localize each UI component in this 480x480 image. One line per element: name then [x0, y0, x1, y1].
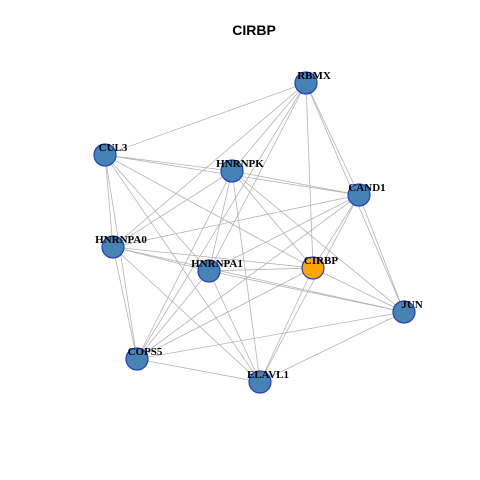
edge-hnrnpa0-elavl1	[112, 246, 261, 383]
edge-rbmx-cirbp	[305, 82, 314, 269]
node-label-cops5: COPS5	[128, 346, 163, 358]
node-label-elavl1: ELAVL1	[247, 369, 289, 381]
node-jun[interactable]	[392, 300, 416, 324]
edge-cirbp-cops5	[136, 267, 314, 360]
edge-hnrnpa0-hnrnpa1	[112, 246, 210, 272]
edge-hnrnpk-jun	[231, 170, 405, 313]
edge-rbmx-cand1	[305, 82, 360, 196]
edge-cirbp-elavl1	[259, 267, 314, 383]
edge-cand1-hnrnpa0	[112, 194, 360, 248]
edge-hnrnpa0-jun	[112, 246, 405, 313]
node-label-cand1: CAND1	[348, 182, 385, 194]
edge-hnrnpa1-elavl1	[208, 270, 261, 383]
node-label-rbmx: RBMX	[297, 70, 331, 82]
edge-cirbp-jun	[312, 267, 405, 313]
edge-rbmx-hnrnpa1	[208, 82, 307, 272]
edge-cand1-hnrnpa1	[208, 194, 360, 272]
node-hnrnpk[interactable]	[220, 159, 244, 183]
edge-jun-elavl1	[259, 311, 405, 383]
nodes-layer	[93, 71, 416, 394]
edge-cand1-jun	[358, 194, 405, 313]
node-cand1[interactable]	[347, 183, 371, 207]
edge-rbmx-hnrnpa0	[112, 82, 307, 248]
node-label-hnrnpk: HNRNPK	[216, 158, 264, 170]
edge-cand1-cirbp	[312, 194, 360, 269]
node-hnrnpa0[interactable]	[101, 235, 125, 259]
edge-cul3-hnrnpa0	[104, 154, 114, 248]
node-label-hnrnpa0: HNRNPA0	[95, 234, 147, 246]
edges-layer	[104, 82, 405, 383]
edge-cul3-cops5	[104, 154, 138, 360]
edge-cul3-cirbp	[104, 154, 314, 269]
edge-hnrnpk-cirbp	[231, 170, 314, 269]
edge-rbmx-hnrnpk	[231, 82, 307, 172]
node-cirbp[interactable]	[301, 256, 325, 280]
diagram-title: CIRBP	[232, 22, 276, 38]
node-cops5[interactable]	[125, 347, 149, 371]
edge-hnrnpa1-cops5	[136, 270, 210, 360]
edge-hnrnpk-hnrnpa0	[112, 170, 233, 248]
edge-hnrnpa1-cirbp	[208, 267, 314, 272]
edge-hnrnpa0-cirbp	[112, 246, 314, 269]
node-label-cul3: CUL3	[99, 142, 128, 154]
edge-cand1-elavl1	[259, 194, 360, 383]
edge-rbmx-cul3	[104, 82, 307, 156]
node-hnrnpa1[interactable]	[197, 259, 221, 283]
node-label-cirbp: CIRBP	[304, 255, 339, 267]
edge-jun-cops5	[136, 311, 405, 360]
node-rbmx[interactable]	[294, 71, 318, 95]
node-label-jun: JUN	[401, 299, 422, 311]
node-cul3[interactable]	[93, 143, 117, 167]
edge-hnrnpa1-jun	[208, 270, 405, 313]
edge-hnrnpk-cand1	[231, 170, 360, 196]
edge-cops5-elavl1	[136, 358, 261, 383]
edge-rbmx-cops5	[136, 82, 307, 360]
node-label-hnrnpa1: HNRNPA1	[191, 258, 243, 270]
edge-hnrnpa0-cops5	[112, 246, 138, 360]
edge-cul3-hnrnpk	[104, 154, 233, 172]
edge-hnrnpk-hnrnpa1	[208, 170, 233, 272]
node-elavl1[interactable]	[248, 370, 272, 394]
